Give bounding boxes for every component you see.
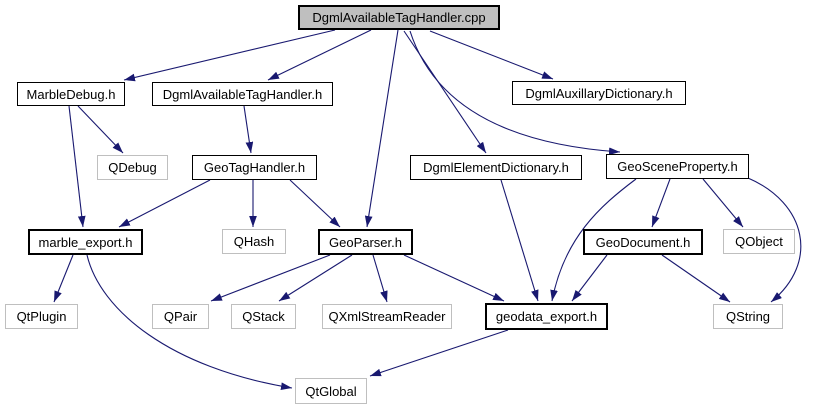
edge-geodataexport-to-qtglobal	[369, 329, 509, 377]
node-qstring: QString	[713, 304, 783, 329]
edge-cpp-to-marbledebug	[123, 29, 336, 82]
edge-cpp-to-dgmlauxillary	[429, 30, 554, 80]
node-dgmlavailabletaghandler-cpp: DgmlAvailableTagHandler.cpp	[298, 5, 500, 30]
edge-marbledebug-to-qdebug	[77, 105, 124, 154]
edge-cpp-to-dgmlavailtag-h	[267, 29, 372, 81]
node-qpair: QPair	[152, 304, 209, 329]
node-marble-export-h[interactable]: marble_export.h	[28, 229, 143, 255]
edge-geoparser-to-qpair	[210, 254, 331, 302]
edge-marbleexport-to-qtglobal	[86, 254, 293, 391]
edge-geotaghandler-to-marbleexport	[118, 179, 211, 228]
edge-geosceneproperty-to-qobject	[702, 178, 744, 228]
edge-geotaghandler-to-geoparser	[289, 179, 341, 228]
node-geodata-export-h[interactable]: geodata_export.h	[485, 303, 608, 330]
edge-geosceneproperty-to-qstring	[747, 177, 802, 303]
node-qobject: QObject	[723, 229, 795, 254]
edge-geosceneproperty-to-geodocument	[651, 178, 671, 228]
edge-geosceneproperty-to-geodataexport	[550, 178, 637, 302]
node-dgmlavailabletaghandler-h[interactable]: DgmlAvailableTagHandler.h	[152, 82, 333, 106]
edge-cpp-to-dgmlelementdict	[403, 30, 487, 154]
edge-geoparser-to-qxmlstreamreader	[372, 254, 388, 303]
edge-marbledebug-to-marbleexport	[68, 105, 86, 228]
node-dgmlauxillarydictionary-h[interactable]: DgmlAuxillaryDictionary.h	[512, 81, 686, 105]
edge-cpp-to-geoparser	[364, 29, 399, 228]
node-geodocument-h[interactable]: GeoDocument.h	[583, 229, 703, 255]
edge-cpp-to-geosceneproperty	[409, 30, 621, 156]
edge-marbleexport-to-qtplugin	[53, 254, 74, 303]
node-geosceneproperty-h[interactable]: GeoSceneProperty.h	[606, 154, 749, 179]
node-qxmlstreamreader: QXmlStreamReader	[322, 304, 452, 329]
node-qstack: QStack	[231, 304, 296, 329]
node-dgmlelementdictionary-h[interactable]: DgmlElementDictionary.h	[410, 155, 582, 180]
node-qdebug: QDebug	[97, 155, 168, 180]
node-qtplugin: QtPlugin	[5, 304, 78, 329]
node-geotaghandler-h[interactable]: GeoTagHandler.h	[192, 155, 317, 180]
edge-geodocument-to-geodataexport	[571, 254, 608, 302]
node-marbledebug-h[interactable]: MarbleDebug.h	[17, 82, 125, 106]
node-qtglobal: QtGlobal	[295, 378, 367, 404]
node-qhash: QHash	[222, 229, 286, 254]
edge-dgmlavailtag-to-geotaghandler	[243, 105, 254, 154]
edge-geoparser-to-qstack	[278, 254, 353, 302]
edge-geoparser-to-geodataexport	[403, 254, 505, 302]
edge-geodocument-to-qstring	[661, 254, 731, 303]
edge-dgmlelementdict-to-geodataexport	[500, 179, 539, 302]
node-geoparser-h[interactable]: GeoParser.h	[318, 229, 413, 255]
